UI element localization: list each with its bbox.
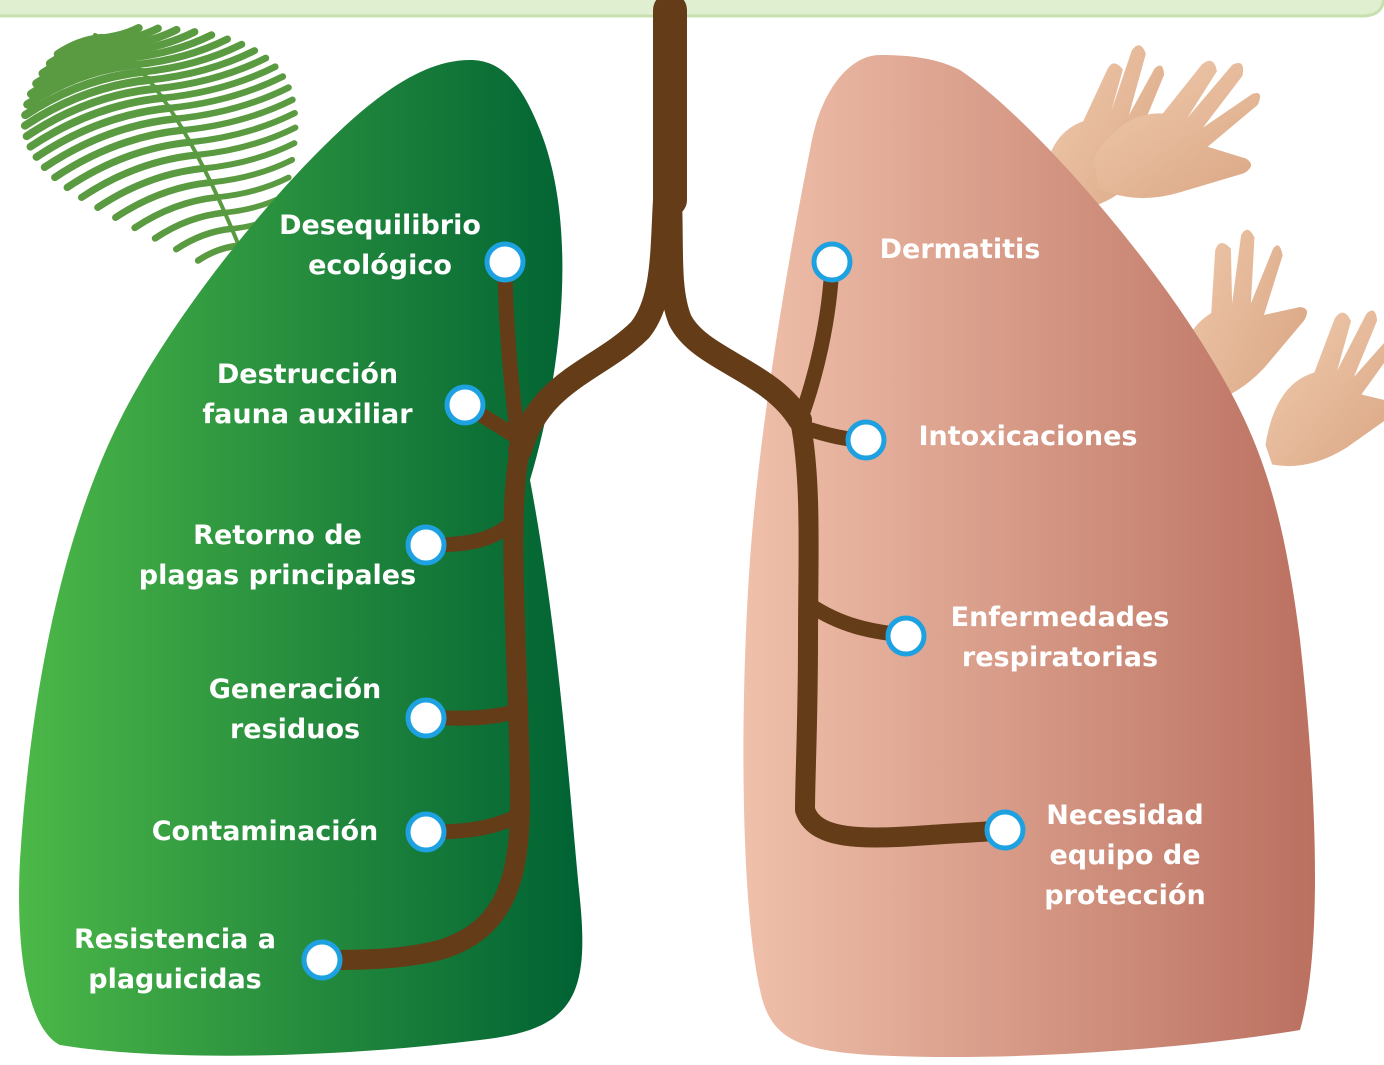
- node-resistencia: [304, 942, 340, 978]
- label-line: respiratorias: [935, 638, 1185, 678]
- top-banner: [0, 0, 1384, 16]
- label-line: Enfermedades: [935, 598, 1185, 638]
- label-line: Dermatitis: [865, 230, 1055, 270]
- label-necesidad-equipo-proteccion: Necesidad equipo de protección: [1025, 796, 1225, 916]
- label-line: Resistencia a: [55, 920, 295, 960]
- label-resistencia-plaguicidas: Resistencia a plaguicidas: [55, 920, 295, 1000]
- label-destruccion-fauna-auxiliar: Destrucción fauna auxiliar: [185, 355, 430, 435]
- node-intoxicaciones: [848, 422, 884, 458]
- label-line: plaguicidas: [55, 960, 295, 1000]
- node-dermatitis: [814, 244, 850, 280]
- label-line: equipo de: [1025, 836, 1225, 876]
- label-dermatitis: Dermatitis: [865, 230, 1055, 270]
- label-line: Intoxicaciones: [898, 417, 1158, 457]
- node-contaminacion: [408, 814, 444, 850]
- label-line: residuos: [180, 710, 410, 750]
- node-destruccion: [447, 387, 483, 423]
- label-retorno-plagas: Retorno de plagas principales: [125, 516, 430, 596]
- label-intoxicaciones: Intoxicaciones: [898, 417, 1158, 457]
- node-generacion: [408, 700, 444, 736]
- label-generacion-residuos: Generación residuos: [180, 670, 410, 750]
- fern-frond: [67, 142, 190, 187]
- label-line: Generación: [180, 670, 410, 710]
- label-enfermedades-respiratorias: Enfermedades respiratorias: [935, 598, 1185, 678]
- node-enfermedades: [888, 618, 924, 654]
- label-line: ecológico: [265, 246, 495, 286]
- label-line: fauna auxiliar: [185, 395, 430, 435]
- node-necesidad: [987, 812, 1023, 848]
- label-line: plagas principales: [125, 556, 430, 596]
- label-contaminacion: Contaminación: [130, 812, 400, 852]
- label-line: Destrucción: [185, 355, 430, 395]
- label-line: Retorno de: [125, 516, 430, 556]
- label-line: Necesidad: [1025, 796, 1225, 836]
- label-line: Desequilibrio: [265, 206, 495, 246]
- label-line: protección: [1025, 876, 1225, 916]
- label-desequilibrio-ecologico: Desequilibrio ecológico: [265, 206, 495, 286]
- label-line: Contaminación: [130, 812, 400, 852]
